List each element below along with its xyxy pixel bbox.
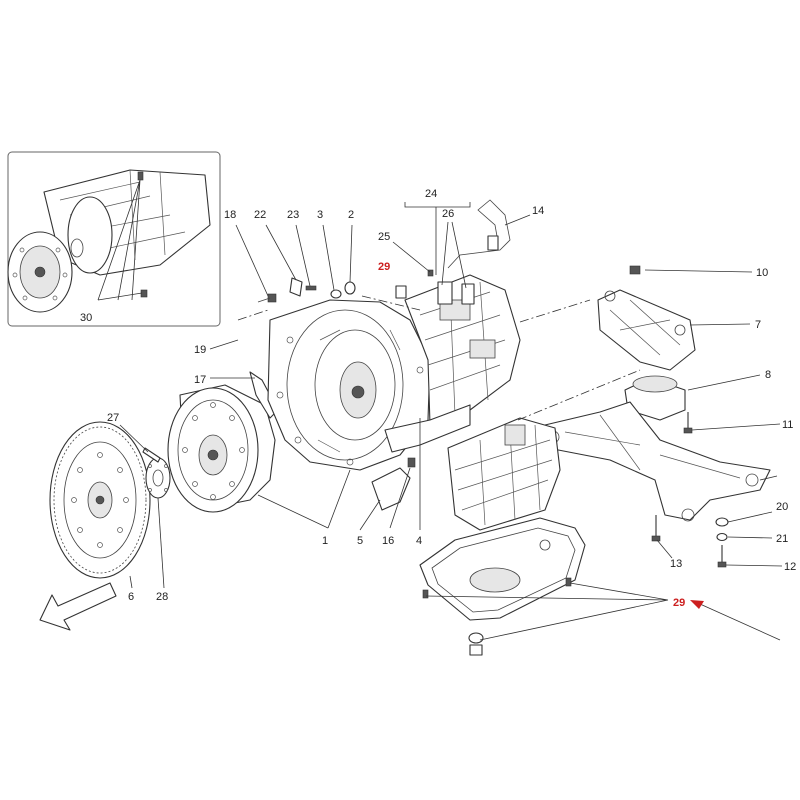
callout-24: 24 xyxy=(425,188,437,200)
part-gasket-5 xyxy=(371,467,411,511)
part-wiring-harness xyxy=(447,199,511,269)
callout-23: 23 xyxy=(287,209,299,221)
callout-12: 12 xyxy=(784,561,796,573)
part-plug-29-top xyxy=(395,285,407,299)
callout-22: 22 xyxy=(254,209,266,221)
callout-7: 7 xyxy=(755,319,761,331)
callout-13: 13 xyxy=(670,558,682,570)
callout-8: 8 xyxy=(765,369,771,381)
part-sensors xyxy=(427,269,475,305)
part-oil-pan xyxy=(419,517,586,621)
callout-19: 19 xyxy=(194,344,206,356)
part-plug-16 xyxy=(407,457,416,468)
centerlines xyxy=(237,295,641,421)
part-washer-20 xyxy=(715,517,729,527)
callout-14: 14 xyxy=(532,205,544,217)
callout-labels: 18 22 23 3 2 24 26 14 25 29 10 7 19 8 17… xyxy=(107,188,796,609)
part-bolt-11 xyxy=(683,412,693,434)
part-bolt-18 xyxy=(257,293,277,303)
part-nut-2 xyxy=(344,281,356,295)
callout-16: 16 xyxy=(382,535,394,547)
callout-18: 18 xyxy=(224,209,236,221)
highlight-arrowhead xyxy=(690,600,704,609)
part-flywheel xyxy=(49,421,151,579)
callout-21: 21 xyxy=(776,533,788,545)
callout-27: 27 xyxy=(107,412,119,424)
part-washer-3 xyxy=(330,289,342,299)
callout-5: 5 xyxy=(357,535,363,547)
callout-3: 3 xyxy=(317,209,323,221)
part-bolt-23 xyxy=(305,285,317,291)
part-transmission-housing xyxy=(267,274,521,471)
part-bolt-13 xyxy=(651,515,661,542)
callout-30: 30 xyxy=(80,312,92,324)
callout-4: 4 xyxy=(416,535,422,547)
inset-view: 30 xyxy=(7,151,221,327)
part-spacer-plate xyxy=(145,457,171,499)
part-mount-bracket xyxy=(597,265,696,371)
part-crossmember xyxy=(544,401,771,522)
leader-lines xyxy=(119,202,783,641)
callout-17: 17 xyxy=(194,374,206,386)
part-torque-converter xyxy=(167,384,276,513)
callout-20: 20 xyxy=(776,501,788,513)
part-washer-21 xyxy=(716,532,728,542)
part-bracket-22 xyxy=(289,277,303,297)
front-direction-arrow-icon xyxy=(39,582,117,631)
part-bolt-12 xyxy=(717,545,727,568)
part-rubber-mount xyxy=(624,375,686,421)
callout-25: 25 xyxy=(378,231,390,243)
part-valve-body xyxy=(447,417,561,531)
callout-29-top: 29 xyxy=(378,261,390,273)
part-drain-plug-29 xyxy=(422,577,572,656)
callout-2: 2 xyxy=(348,209,354,221)
callout-28: 28 xyxy=(156,591,168,603)
callout-10: 10 xyxy=(756,267,768,279)
callout-1: 1 xyxy=(322,535,328,547)
callout-11: 11 xyxy=(782,419,793,431)
callout-6: 6 xyxy=(128,591,134,603)
callout-29-right: 29 xyxy=(673,597,685,609)
callout-26: 26 xyxy=(442,208,454,220)
